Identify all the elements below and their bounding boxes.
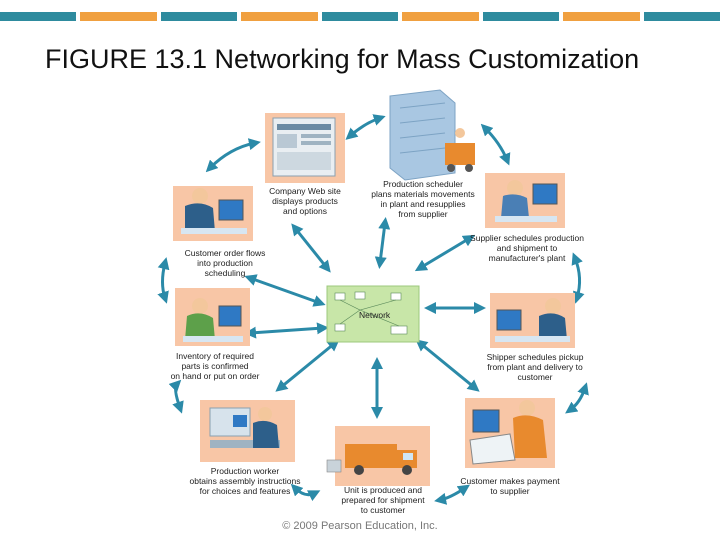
inventory-node: Inventory of required parts is confirmed… [171, 288, 260, 381]
customer-caption-2: to supplier [490, 486, 529, 496]
arrow-network-supplier [414, 234, 476, 272]
shipper-node: Shipper schedules pickup from plant and … [487, 293, 584, 382]
bar-segment [241, 12, 318, 21]
spoke-arrows [244, 217, 486, 419]
shipper-caption-1: Shipper schedules pickup [487, 352, 584, 362]
arrow-network-worker [275, 339, 340, 392]
network-label: Network [359, 310, 391, 320]
arrow-order-website [205, 138, 261, 173]
bar-segment [643, 12, 720, 21]
worker-caption-3: for choices and features [200, 486, 291, 496]
arrow-network-order [244, 274, 326, 307]
copyright-credit: © 2009 Pearson Education, Inc. [282, 520, 438, 532]
unit-caption-2: prepared for shipment [341, 495, 425, 505]
arrow-customer-unit [434, 484, 470, 505]
arrow-network-scheduler [374, 217, 391, 269]
order-caption-3: scheduling [205, 268, 246, 278]
arrow-inventory-order [157, 257, 170, 304]
scheduler-node: Production scheduler plans materials mov… [371, 89, 475, 219]
arrow-network-website [291, 223, 331, 273]
order-node: Customer order flows into production sch… [173, 186, 265, 278]
network-diagram: Network Company Web site displays produc… [155, 88, 595, 518]
bar-segment [563, 12, 640, 21]
unit-caption-1: Unit is produced and [344, 485, 422, 495]
top-color-bar [0, 12, 720, 21]
worker-caption-1: Production worker [211, 466, 280, 476]
inventory-caption-1: Inventory of required [176, 351, 254, 361]
order-caption-2: into production [197, 258, 253, 268]
scheduler-caption-3: in plant and resupplies [380, 199, 465, 209]
unit-node: Unit is produced and prepared for shipme… [326, 426, 430, 515]
website-caption-1: Company Web site [269, 186, 341, 196]
arrow-scheduler-supplier [480, 123, 511, 166]
supplier-caption-1: Supplier schedules production [470, 233, 584, 243]
website-node: Company Web site displays products and o… [265, 113, 345, 216]
worker-node: Production worker obtains assembly instr… [189, 400, 301, 496]
supplier-node: Supplier schedules production and shipme… [470, 173, 584, 263]
shipper-caption-2: from plant and delivery to [487, 362, 583, 372]
customer-caption-1: Customer makes payment [460, 476, 560, 486]
bar-segment [80, 12, 157, 21]
arrow-unit-worker [290, 483, 321, 502]
scheduler-caption-2: plans materials movements [371, 189, 474, 199]
bar-segment [321, 12, 399, 21]
arrow-network-inventory [244, 322, 329, 339]
supplier-caption-3: manufacturer's plant [489, 253, 566, 263]
shipper-caption-3: customer [518, 372, 553, 382]
customer-node: Customer makes payment to supplier [460, 398, 560, 496]
website-caption-3: and options [283, 206, 327, 216]
arrow-supplier-shipper [571, 252, 585, 304]
cycle-arrows [157, 114, 589, 505]
bar-segment [0, 12, 77, 21]
scheduler-caption-1: Production scheduler [383, 179, 463, 189]
arrow-network-customer [415, 339, 480, 392]
arrow-shipper-customer [565, 382, 589, 414]
unit-caption-3: to customer [361, 505, 406, 515]
website-caption-2: displays products [272, 196, 338, 206]
slide-title: FIGURE 13.1 Networking for Mass Customiz… [45, 44, 640, 74]
network-hub: Network [326, 285, 420, 343]
bar-segment [160, 12, 238, 21]
arrow-worker-inventory [168, 379, 184, 414]
inventory-caption-2: parts is confirmed [181, 361, 248, 371]
supplier-caption-2: and shipment to [497, 243, 558, 253]
bar-segment [402, 12, 479, 21]
inventory-caption-3: on hand or put on order [171, 371, 260, 381]
bar-segment [482, 12, 560, 21]
order-caption-1: Customer order flows [185, 248, 266, 258]
scheduler-caption-4: from supplier [398, 209, 447, 219]
worker-caption-2: obtains assembly instructions [189, 476, 300, 486]
arrow-website-scheduler [345, 114, 386, 140]
